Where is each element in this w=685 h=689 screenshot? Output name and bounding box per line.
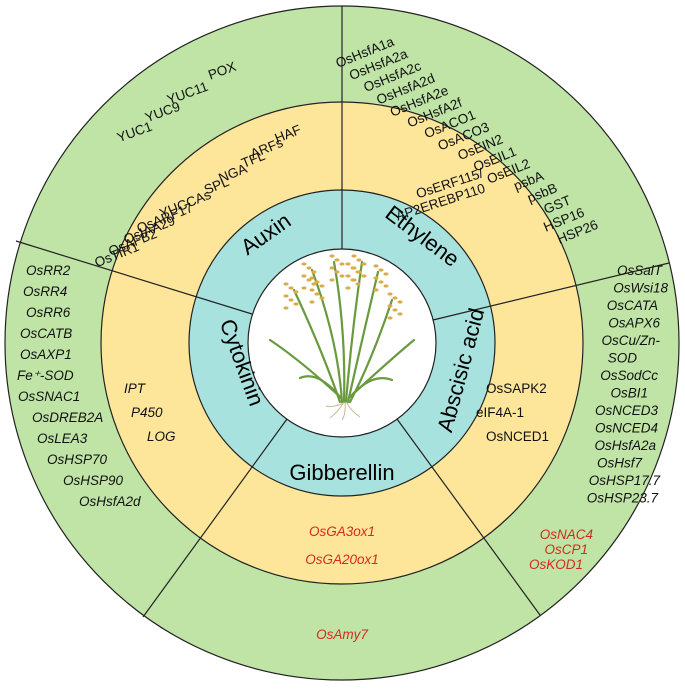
aba-outer-gene: OsHsf7 bbox=[597, 456, 643, 471]
rice-grain bbox=[283, 294, 289, 298]
aba-outer-gene: OsNCED3 bbox=[595, 403, 659, 418]
cytokinin-outer-gene: OsCATB bbox=[20, 326, 72, 341]
rice-grain bbox=[334, 258, 340, 262]
rice-grain bbox=[345, 286, 351, 290]
aba-outer-gene: OsHSP17.7 bbox=[589, 473, 661, 488]
aba-outer-gene: OsCATA bbox=[607, 298, 658, 313]
rice-grain bbox=[387, 316, 393, 320]
rice-grain bbox=[345, 274, 351, 278]
rice-grain bbox=[361, 274, 367, 278]
rice-grain bbox=[306, 266, 312, 270]
rice-grain bbox=[350, 278, 356, 282]
aba-outer-gene: OsBI1 bbox=[610, 386, 648, 401]
rice-grain bbox=[293, 302, 299, 306]
rice-grain bbox=[397, 300, 403, 304]
rice-grain bbox=[293, 290, 299, 294]
rice-grain bbox=[350, 266, 356, 270]
aba-outer-red-gene: OsKOD1 bbox=[529, 557, 583, 572]
cytokinin-outer-gene: OsLEA3 bbox=[37, 431, 88, 446]
cytokinin-outer-gene: OsRR2 bbox=[26, 263, 71, 278]
rice-grain bbox=[329, 278, 335, 282]
rice-grain bbox=[283, 306, 289, 310]
gibberellin-middle-gene: OsGA3ox1 bbox=[309, 524, 375, 539]
rice-grain bbox=[311, 270, 317, 274]
rice-grain bbox=[383, 284, 389, 288]
rice-grain bbox=[339, 274, 345, 278]
cytokinin-middle-gene: LOG bbox=[147, 429, 176, 444]
rice-grain bbox=[373, 288, 379, 292]
cytokinin-outer-gene: OsAXP1 bbox=[20, 347, 72, 362]
aba-outer-gene: OsSodCc bbox=[600, 368, 658, 383]
cytokinin-middle-gene: IPT bbox=[124, 381, 147, 396]
sector-dividers bbox=[15, 6, 670, 618]
rice-grain bbox=[314, 280, 320, 284]
rice-grain bbox=[309, 288, 315, 292]
cytokinin-outer-gene: Fe⁺-SOD bbox=[17, 368, 74, 383]
rice-grain bbox=[345, 262, 351, 266]
aba-outer-gene: SOD bbox=[608, 351, 638, 366]
aba-outer-gene: OsHSP23.7 bbox=[587, 491, 659, 506]
cytokinin-outer-gene: OsSNAC1 bbox=[18, 389, 80, 404]
rice-grain bbox=[355, 282, 361, 286]
rice-grain bbox=[351, 254, 357, 258]
rice-grain bbox=[392, 296, 398, 300]
gibberellin-middle-gene: OsGA20ox1 bbox=[305, 552, 379, 567]
cytokinin-outer-gene: OsDREB2A bbox=[32, 410, 103, 425]
rice-grain bbox=[334, 270, 340, 274]
aba-outer-red-gene: OsCP1 bbox=[544, 542, 588, 557]
rice-grain bbox=[301, 286, 307, 290]
rice-grain bbox=[288, 298, 294, 302]
aba-outer-gene: OsAPX6 bbox=[608, 316, 660, 331]
rice-grain bbox=[301, 274, 307, 278]
rice-grain bbox=[329, 254, 335, 258]
divider-aba-gibberellin bbox=[396, 418, 541, 616]
rice-grain bbox=[283, 282, 289, 286]
divider-gibberellin-cytokinin bbox=[142, 418, 288, 618]
rice-grain bbox=[339, 262, 345, 266]
cytokinin-outer-gene: OsHSP90 bbox=[63, 473, 124, 488]
rice-grain bbox=[356, 258, 362, 262]
rice-grain bbox=[378, 280, 384, 284]
cytokinin-middle-gene: P450 bbox=[131, 405, 163, 420]
aba-outer-gene: OsWsi18 bbox=[613, 281, 668, 296]
divider-ethylene-aba bbox=[432, 262, 670, 321]
gibberellin-outer-gene: OsAmy7 bbox=[316, 627, 368, 642]
cytokinin-outer-gene: OsRR6 bbox=[26, 305, 71, 320]
rice-grain bbox=[301, 262, 307, 266]
aba-outer-red-gene: OsNAC4 bbox=[540, 527, 593, 542]
aba-outer-gene: OsCu/Zn- bbox=[601, 333, 660, 348]
rice-plant-icon bbox=[268, 254, 416, 421]
cytokinin-outer-gene: OsRR4 bbox=[23, 284, 67, 299]
cytokinin-outer-gene: OsHSP70 bbox=[47, 452, 108, 467]
rice-grain bbox=[288, 286, 294, 290]
rice-grain bbox=[383, 272, 389, 276]
aba-middle-gene: eIF4A-1 bbox=[476, 405, 524, 420]
rice-grain bbox=[329, 266, 335, 270]
rice-grain bbox=[392, 308, 398, 312]
rice-grain bbox=[373, 276, 379, 280]
rice-grain bbox=[387, 304, 393, 308]
aba-outer-gene: OsNCED4 bbox=[595, 421, 658, 436]
aba-outer-gene: OsHsfA2a bbox=[594, 438, 656, 453]
aba-middle-gene: OsNCED1 bbox=[486, 429, 549, 444]
rice-grain bbox=[309, 300, 315, 304]
aba-outer-gene: OsSalT bbox=[617, 263, 664, 278]
aba-middle-gene: OsSAPK2 bbox=[486, 381, 547, 396]
rice-grain bbox=[319, 284, 325, 288]
rice-grain bbox=[378, 268, 384, 272]
rice-grain bbox=[387, 292, 393, 296]
rice-grain bbox=[314, 292, 320, 296]
divider-cytokinin-auxin bbox=[15, 240, 253, 315]
rice-grain bbox=[397, 312, 403, 316]
rice-grain bbox=[355, 270, 361, 274]
hormone-label-gibberellin: Gibberellin bbox=[289, 460, 394, 485]
rice-grain bbox=[319, 296, 325, 300]
rice-grain bbox=[373, 264, 379, 268]
rice-grain bbox=[309, 276, 315, 280]
rice-grain bbox=[361, 262, 367, 266]
cytokinin-outer-gene: OsHsfA2d bbox=[79, 494, 141, 509]
